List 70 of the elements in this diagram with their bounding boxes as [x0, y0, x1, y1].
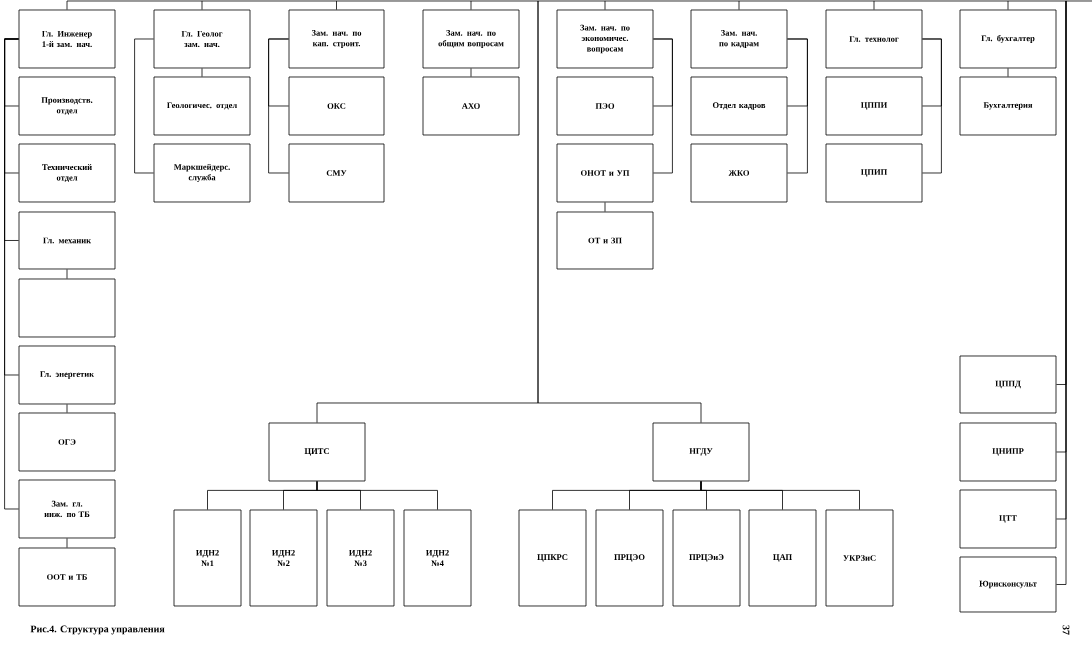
connector-line — [268, 38, 289, 174]
org-box: ОКС — [288, 76, 385, 136]
connector-line — [201, 68, 203, 77]
org-box: Отдел кадров — [690, 76, 788, 136]
org-box: ИДН2 №2 — [249, 509, 318, 607]
caption: Рис.4. Структура управления — [30, 625, 165, 635]
org-box: ПРЦЭО — [595, 509, 664, 607]
connector-line — [134, 38, 154, 174]
connector-line — [66, 404, 68, 413]
org-box: Маркшейдерс. служба — [153, 143, 251, 203]
org-box: СМУ — [288, 143, 385, 203]
connector-line — [316, 481, 438, 510]
org-box: ПЭО — [556, 76, 654, 136]
connector-line — [470, 0, 472, 10]
org-box: ЦИТС — [268, 422, 366, 482]
org-box: Зам. нач. по кадрам — [690, 9, 788, 69]
connector-line — [738, 0, 740, 10]
org-box: ОТ и ЗП — [556, 211, 654, 270]
org-box: ЖКО — [690, 143, 788, 203]
connector-line — [4, 38, 19, 510]
connector-line — [201, 0, 203, 10]
org-box: Производств. отдел — [18, 76, 116, 136]
org-box: ЦАП — [748, 509, 817, 607]
org-box: ИДН2 №4 — [403, 509, 472, 607]
connector-line — [470, 68, 472, 77]
empty-box — [18, 278, 116, 338]
org-box: Бухгалтерия — [959, 76, 1057, 136]
connector-line — [66, 269, 68, 279]
connector-line — [1007, 0, 1009, 10]
org-box: Гл. Инженер 1-й зам. нач. — [18, 9, 116, 69]
org-box: ОНОТ и УП — [556, 143, 654, 203]
connector-line — [66, 538, 68, 548]
org-box: АХО — [422, 76, 520, 136]
org-box: Зам. нач. по экономичес. вопросам — [556, 9, 654, 69]
org-box: ЦТТ — [959, 489, 1057, 549]
org-box: НГДУ — [652, 422, 750, 482]
org-box: ИДН2 №1 — [173, 509, 242, 607]
connector-line — [873, 0, 875, 10]
org-box: Зам. гл. инж. по ТБ — [18, 479, 116, 539]
connector-line — [537, 0, 702, 423]
org-box: ОГЭ — [18, 412, 116, 472]
org-box: Гл. энергетик — [18, 345, 116, 405]
org-box: ООТ и ТБ — [18, 547, 116, 607]
org-box: Гл. технолог — [825, 9, 923, 69]
org-box: Зам. нач. по кап. строит. — [288, 9, 385, 69]
org-box: Гл. Геолог зам. нач. — [153, 9, 251, 69]
org-box: Геологичес. отдел — [153, 76, 251, 136]
connector-line — [700, 481, 860, 510]
org-box: Гл. механик — [18, 211, 116, 270]
org-box: ЦПКРС — [518, 509, 587, 607]
connector-line — [653, 38, 673, 174]
connector-line — [336, 0, 337, 10]
org-box: ЦППД — [959, 355, 1057, 414]
page-number: 37 — [1062, 625, 1070, 635]
connector-line — [1007, 68, 1009, 77]
org-box: ЦПИП — [825, 143, 923, 203]
connector-line — [787, 38, 808, 174]
connector-line — [604, 202, 606, 212]
org-box: ПРЦЭиЭ — [672, 509, 741, 607]
org-box: Юрисконсульт — [959, 556, 1057, 613]
org-box: Зам. нач. по общим вопросам — [422, 9, 520, 69]
connector-line — [66, 0, 68, 10]
connector-line — [604, 0, 606, 10]
org-box: Гл. бухгалтер — [959, 9, 1057, 69]
org-box: УКРЗиС — [825, 509, 894, 607]
org-box: ЦНИПР — [959, 422, 1057, 482]
org-box: ИДН2 №3 — [326, 509, 395, 607]
org-box: ЦППИ — [825, 76, 923, 136]
org-box: Технический отдел — [18, 143, 116, 203]
connector-line — [922, 38, 942, 174]
